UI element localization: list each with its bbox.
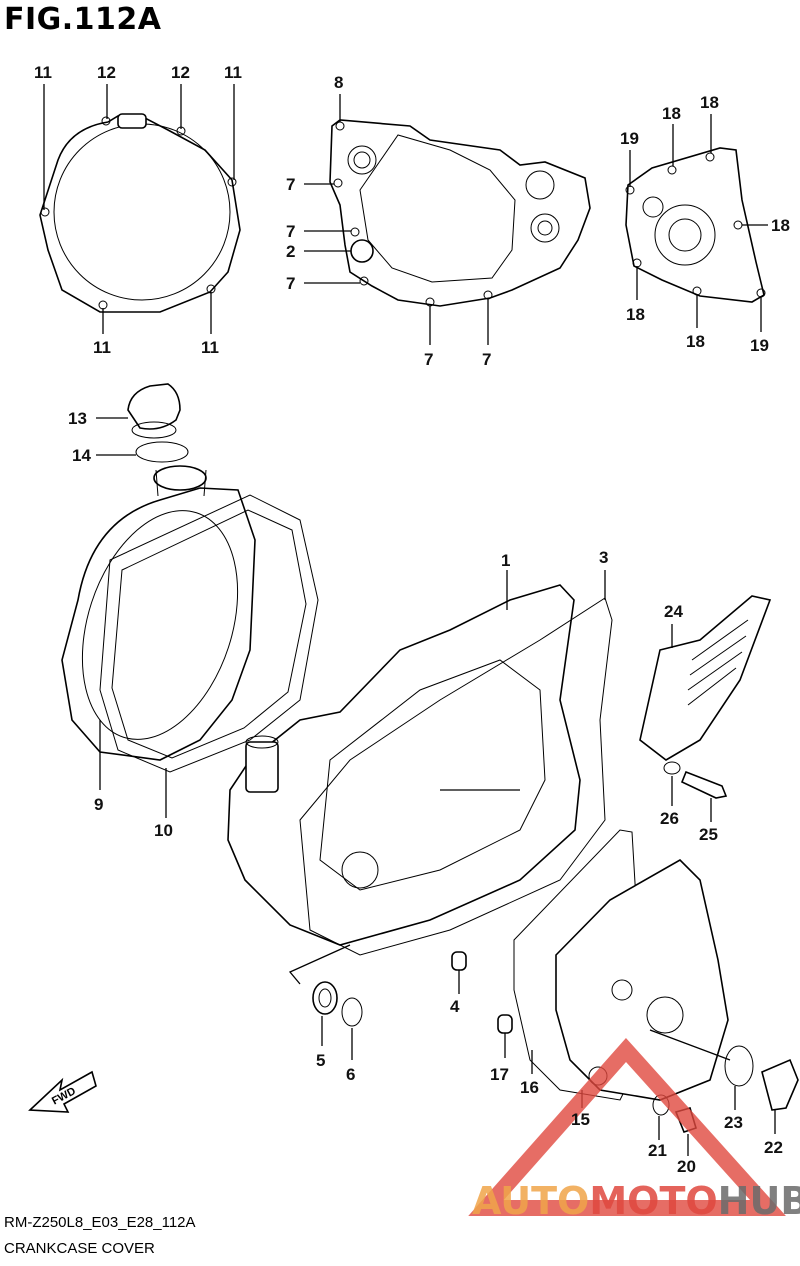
crankcase-cover-gasket-large — [299, 597, 613, 956]
figure-title: FIG.112A — [4, 2, 162, 37]
watermark-part-auto: AUTO — [472, 1179, 589, 1223]
callout-3: 3 — [599, 548, 608, 567]
water-pump-cover — [513, 829, 729, 1101]
callout-9: 9 — [94, 795, 103, 814]
callout-14: 14 — [72, 446, 91, 465]
pump-cover-gasket — [625, 147, 766, 303]
cap-and-o-ring — [724, 1045, 799, 1134]
model-code: RM-Z250L8_E03_E28_112A — [4, 1214, 196, 1231]
callout-7: 7 — [482, 350, 491, 369]
callout-6: 6 — [346, 1065, 355, 1084]
clutch-cover-gasket — [39, 113, 241, 313]
oil-filler-cap — [96, 383, 189, 463]
callout-11: 11 — [34, 63, 52, 82]
callout-25: 25 — [699, 825, 718, 844]
callout-11: 11 — [224, 63, 242, 82]
callout-11: 11 — [93, 338, 111, 357]
callout-18: 18 — [686, 332, 705, 351]
callout-15: 15 — [571, 1110, 590, 1129]
crankcase-cover-gasket — [329, 119, 591, 307]
callout-18: 18 — [771, 216, 790, 235]
callout-7: 7 — [424, 350, 433, 369]
clutch-cover-gasket-large — [99, 494, 319, 773]
callout-18: 18 — [662, 104, 681, 123]
callout-2: 2 — [286, 242, 295, 261]
callout-26: 26 — [660, 809, 679, 828]
callout-19: 19 — [750, 336, 769, 355]
callout-20: 20 — [677, 1157, 696, 1176]
callout-12: 12 — [97, 63, 116, 82]
clutch-gasket-leaders — [43, 84, 235, 334]
callout-4: 4 — [450, 997, 460, 1016]
callout-8: 8 — [334, 73, 343, 92]
callout-13: 13 — [68, 409, 87, 428]
breather-plate — [639, 595, 772, 822]
figure-name: CRANKCASE COVER — [4, 1240, 155, 1257]
crankcase-cover-leaders — [440, 570, 606, 791]
callout-11: 11 — [201, 338, 219, 357]
callout-7: 7 — [286, 175, 295, 194]
clutch-cover — [61, 465, 256, 761]
fwd-label: FWD — [50, 1085, 78, 1107]
callout-19: 19 — [620, 129, 639, 148]
callout-7: 7 — [286, 222, 295, 241]
callout-24: 24 — [664, 602, 683, 621]
crankcase-cover — [227, 584, 581, 946]
callout-1: 1 — [501, 551, 510, 570]
watermark-text: AUTOMOTOHUB — [472, 1179, 800, 1223]
callout-18: 18 — [626, 305, 645, 324]
watermark-part-moto: MOTO — [589, 1179, 717, 1223]
callout-21: 21 — [648, 1141, 667, 1160]
callout-16: 16 — [520, 1078, 539, 1097]
callout-12: 12 — [171, 63, 190, 82]
oil-seal-and-circlip — [288, 944, 363, 1060]
callout-5: 5 — [316, 1051, 325, 1070]
clutch-cover-leaders — [99, 720, 167, 818]
crankcase-gasket-leaders — [304, 94, 489, 345]
pump-gasket-leaders — [629, 114, 768, 332]
callout-17: 17 — [490, 1065, 509, 1084]
watermark-part-hub: HUB — [718, 1179, 800, 1223]
forward-direction-arrow — [28, 1070, 97, 1113]
callout-22: 22 — [764, 1138, 783, 1157]
automotohub-logo — [468, 1037, 786, 1216]
callout-18: 18 — [700, 93, 719, 112]
callout-10: 10 — [154, 821, 173, 840]
callout-7: 7 — [286, 274, 295, 293]
callout-23: 23 — [724, 1113, 743, 1132]
dowel-pins — [451, 951, 513, 1058]
